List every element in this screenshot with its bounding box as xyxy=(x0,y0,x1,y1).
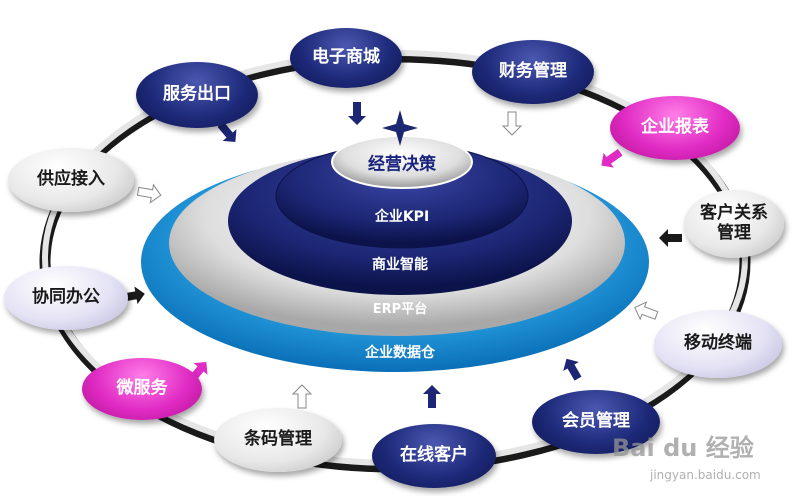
node-online-customer: 在线客户 xyxy=(372,424,496,488)
arrow-icon xyxy=(501,111,523,136)
node-supply: 供应接入 xyxy=(8,148,134,212)
arrow-icon xyxy=(563,358,582,381)
node-finance: 财务管理 xyxy=(472,40,594,104)
arrow-icon xyxy=(601,148,623,168)
watermark-url: jingyan.baidu.com xyxy=(650,468,761,482)
watermark-logo: Bai du 经验 xyxy=(612,434,754,462)
node-crm: 客户关系管理 xyxy=(684,190,784,258)
node-enterprise-report: 企业报表 xyxy=(610,96,740,160)
layer-label-bi: 商业智能 xyxy=(372,257,428,273)
layer-label-kpi: 企业KPI xyxy=(374,209,430,225)
arrow-icon xyxy=(634,301,659,321)
arrow-icon xyxy=(423,385,441,408)
arrow-icon xyxy=(136,183,162,204)
node-service-outlet: 服务出口 xyxy=(136,62,258,128)
node-member: 会员管理 xyxy=(532,390,660,454)
node-collaboration: 协同办公 xyxy=(4,266,128,330)
node-microservice: 微服务 xyxy=(82,358,202,420)
arrow-icon xyxy=(217,121,237,142)
node-e-mall: 电子商城 xyxy=(290,28,402,88)
layer-label-erp: ERP平台 xyxy=(372,302,428,317)
layer-label-warehouse: 企业数据仓 xyxy=(365,345,435,361)
node-barcode: 条码管理 xyxy=(214,408,342,472)
arrow-icon xyxy=(348,102,366,125)
node-mobile: 移动终端 xyxy=(654,310,782,378)
star-icon xyxy=(382,110,418,146)
arrow-icon xyxy=(291,384,313,409)
apex-label: 经营决策 xyxy=(368,154,436,175)
arrow-icon xyxy=(659,229,682,247)
